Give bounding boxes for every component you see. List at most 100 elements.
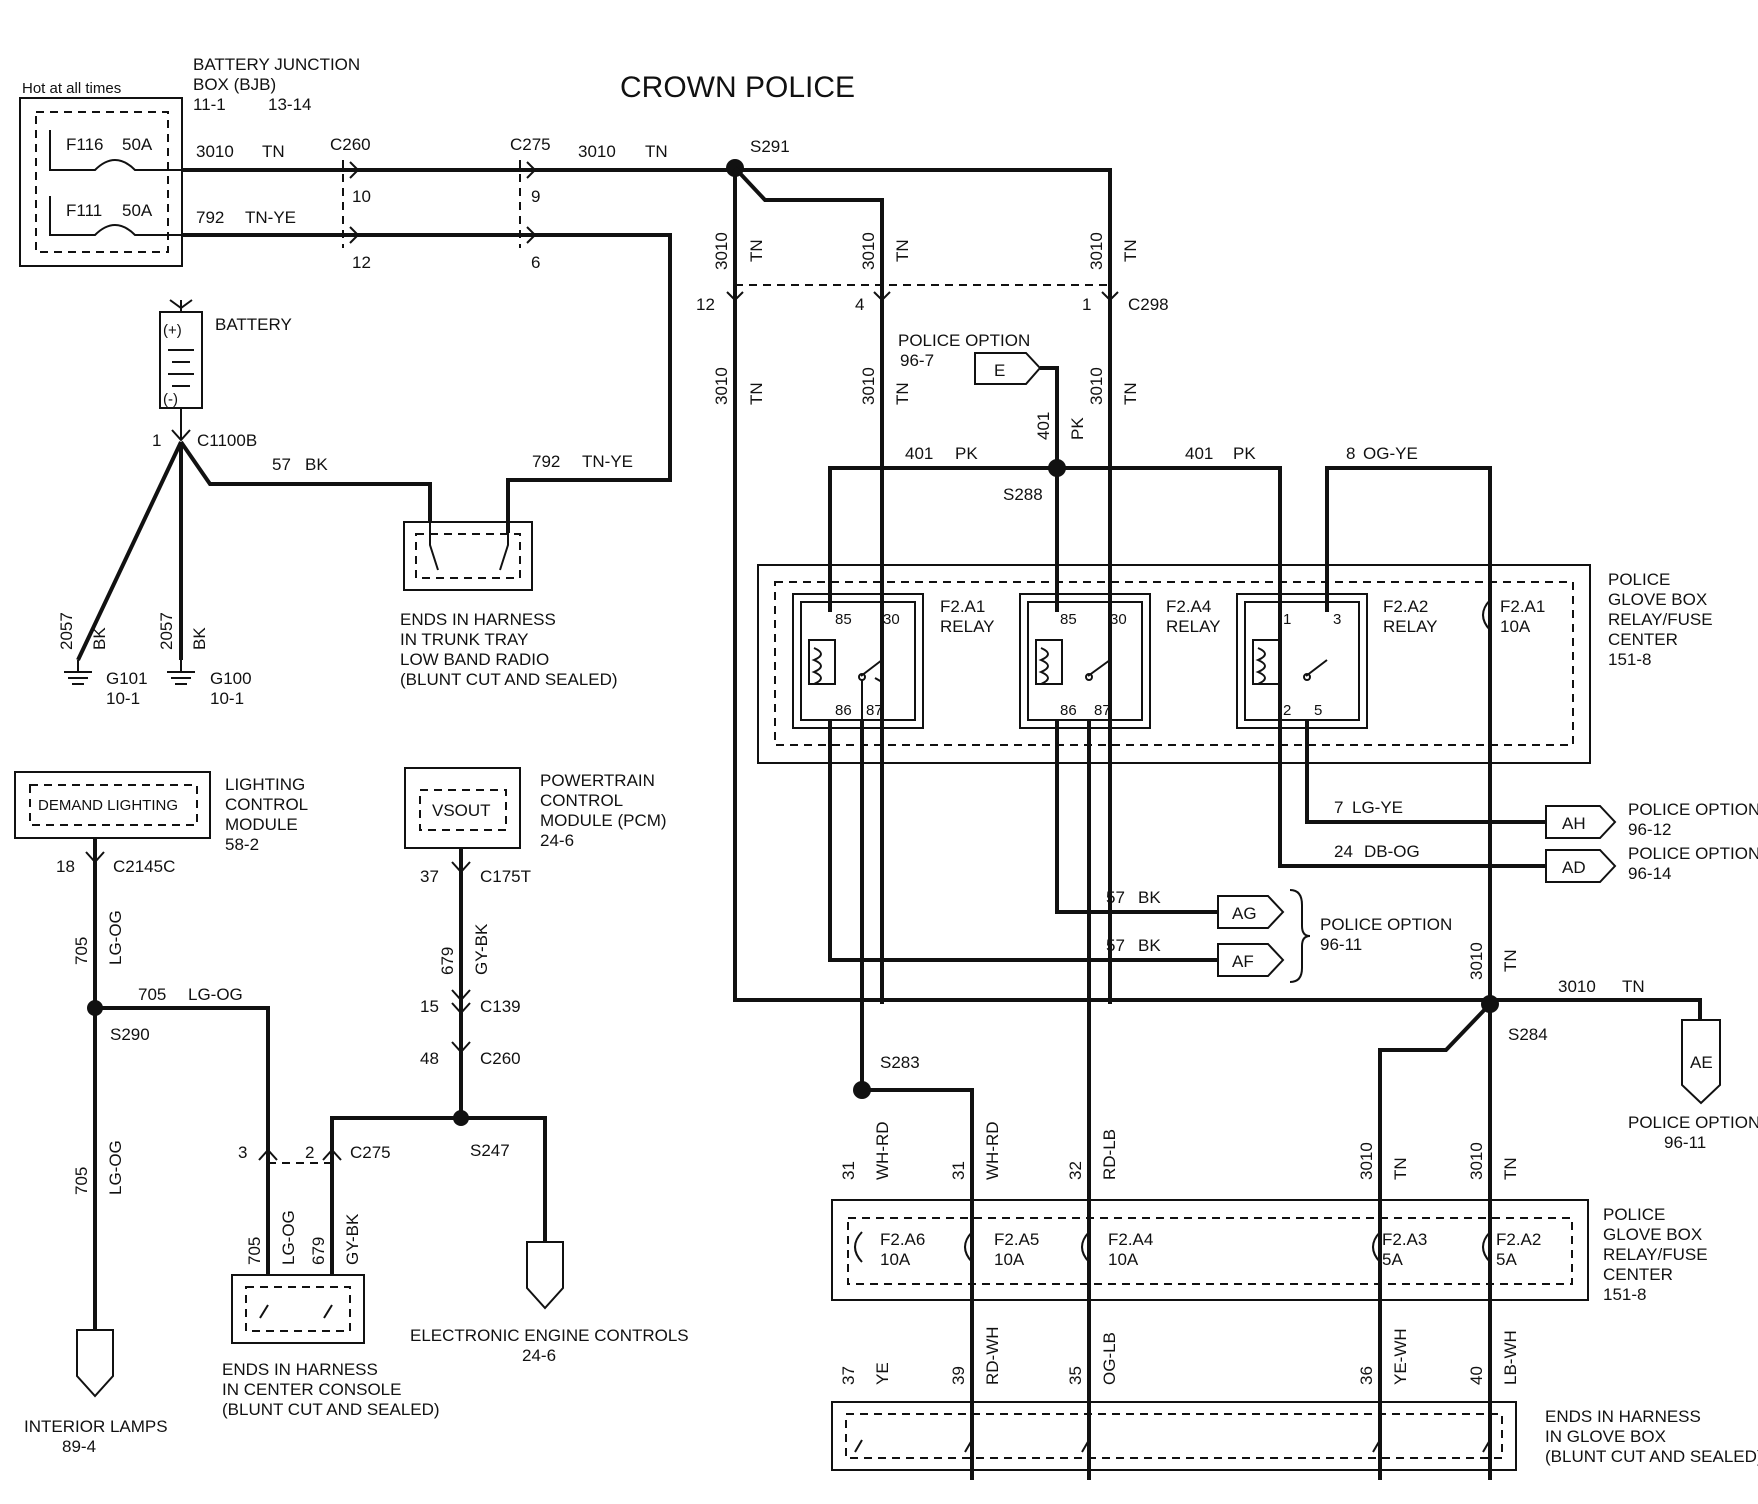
- c139-pin-15: 15: [420, 997, 439, 1016]
- fuse-f2a1-symbol: [1482, 599, 1491, 631]
- wire-35: 35: [1066, 1366, 1085, 1385]
- wire-lgog-d: LG-OG: [279, 1210, 298, 1265]
- wire-32: 32: [1066, 1161, 1085, 1180]
- fuse-f2a5-label: F2.A5: [994, 1230, 1039, 1249]
- c298-pin-4: 4: [855, 295, 864, 314]
- wire-705-d: 705: [245, 1237, 264, 1265]
- connector-c260: C260: [330, 135, 371, 154]
- splice-s288-label: S288: [1003, 485, 1043, 504]
- wire-39: 39: [949, 1366, 968, 1385]
- fuse-f111-symbol: [49, 196, 182, 236]
- fuse-f2a6-label: F2.A6: [880, 1230, 925, 1249]
- bjb-ref-2: 13-14: [268, 95, 311, 114]
- power-distribution-wires: [726, 166, 1470, 1004]
- fuse-f116-label: F116: [66, 135, 104, 154]
- splice-s288: [1048, 459, 1066, 477]
- diagram-title: CROWN POLICE: [620, 71, 855, 104]
- fuse-f2a1-label: F2.A1: [1500, 597, 1545, 616]
- wire-679-b: 679: [309, 1237, 328, 1265]
- wire-tn-v5: TN: [893, 382, 912, 405]
- relay-center-box: [757, 564, 1591, 764]
- connector-c260-b: C260: [480, 1049, 521, 1068]
- wire-tn-v2: TN: [893, 239, 912, 262]
- connector-c139: C139: [480, 997, 521, 1016]
- battery-minus: (-): [163, 391, 178, 408]
- wire-705-b: 705: [138, 985, 166, 1004]
- wire-40: 40: [1467, 1366, 1486, 1385]
- wire-lgye: LG-YE: [1352, 798, 1403, 817]
- c275-pin-2: 2: [305, 1143, 314, 1162]
- wire-ogye: OG-YE: [1363, 444, 1418, 463]
- splice-s283-label: S283: [880, 1053, 920, 1072]
- connector-c298: C298: [1128, 295, 1169, 314]
- fuse-f2a3-amp: 5A: [1382, 1250, 1403, 1269]
- wire-8: 8: [1346, 444, 1355, 463]
- ground-g100-ref: 10-1: [210, 689, 244, 708]
- relay3-type: RELAY: [1383, 617, 1438, 636]
- option-ah-label: POLICE OPTION: [1628, 800, 1758, 819]
- connector-c2145c: C2145C: [113, 857, 175, 876]
- wire-57-c: 57: [1106, 936, 1125, 955]
- wire-3010-v1: 3010: [712, 232, 731, 270]
- relay-f2a2: [1236, 593, 1368, 729]
- interior-lamps-ref: 89-4: [62, 1437, 96, 1456]
- option-ag-tag: AG: [1232, 904, 1257, 923]
- c275-pin-9: 9: [531, 187, 540, 206]
- wire-792-a: 792: [196, 208, 224, 227]
- relay1-pin-85: 85: [835, 611, 852, 628]
- bjb-dashed-outline: [35, 111, 169, 253]
- c260-pin-12: 12: [352, 253, 371, 272]
- wire-3010-v9: 3010: [1467, 1142, 1486, 1180]
- wire-rdlb: RD-LB: [1100, 1129, 1119, 1180]
- splice-s284-label: S284: [1508, 1025, 1548, 1044]
- wire-3010-v5: 3010: [859, 367, 878, 405]
- relay1-pin-30: 30: [883, 611, 900, 628]
- pcm-line-3: MODULE (PCM): [540, 811, 667, 830]
- wire-3010-b: 3010: [578, 142, 616, 161]
- wire-7: 7: [1334, 798, 1343, 817]
- c275-pin-6: 6: [531, 253, 540, 272]
- connector-c1100b: C1100B: [197, 431, 257, 450]
- fuse-center-box: [831, 1199, 1589, 1301]
- relay3-pin-3: 3: [1333, 611, 1341, 628]
- wire-36: 36: [1357, 1366, 1376, 1385]
- wire-bk-a: BK: [305, 455, 328, 474]
- wire-401-v: 401: [1034, 412, 1053, 440]
- splice-s290-label: S290: [110, 1025, 150, 1044]
- pcm-line-2: CONTROL: [540, 791, 623, 810]
- wire-bk-e: BK: [1138, 936, 1161, 955]
- splice-s247: [453, 1110, 469, 1126]
- fuse-center-line-3: RELAY/FUSE: [1603, 1245, 1708, 1264]
- lighting-control-module: [14, 771, 211, 839]
- wire-37: 37: [839, 1366, 858, 1385]
- wire-tnye-b: TN-YE: [582, 452, 633, 471]
- battery-symbol: [159, 299, 203, 442]
- fuse-f2a3-label: F2.A3: [1382, 1230, 1427, 1249]
- feed-wires: [182, 160, 1112, 533]
- wire-gybk-a: GY-BK: [472, 923, 491, 975]
- c2145c-pin-18: 18: [56, 857, 75, 876]
- wire-lgog-a: LG-OG: [106, 910, 125, 965]
- connector-c275-b: C275: [350, 1143, 391, 1162]
- splice-s247-label: S247: [470, 1141, 510, 1160]
- option-af-tag: AF: [1232, 952, 1254, 971]
- fuse-f116-amp: 50A: [122, 135, 153, 154]
- wire-pk-b: PK: [1233, 444, 1256, 463]
- relay-center-line-3: RELAY/FUSE: [1608, 610, 1713, 629]
- relay1-pin-87: 87: [866, 702, 883, 719]
- relay-center-ref: 151-8: [1608, 650, 1651, 669]
- police-option-e-ref: 96-7: [900, 351, 934, 370]
- wire-tn-v1: TN: [747, 239, 766, 262]
- pcm-line-1: POWERTRAIN: [540, 771, 655, 790]
- fuse-f2a2-label: F2.A2: [1496, 1230, 1541, 1249]
- option-ah-tag: AH: [1562, 814, 1586, 833]
- wire-2057-a: 2057: [57, 612, 76, 650]
- wire-57-a: 57: [272, 455, 291, 474]
- pcm-wires: [330, 848, 564, 1310]
- splice-s283: [853, 1081, 871, 1099]
- bjb-name-1: BATTERY JUNCTION: [193, 55, 360, 74]
- wire-pk-a: PK: [955, 444, 978, 463]
- wire-3010-v3: 3010: [1087, 232, 1106, 270]
- wire-792-b: 792: [532, 452, 560, 471]
- option-ae-ref: 96-11: [1664, 1133, 1706, 1152]
